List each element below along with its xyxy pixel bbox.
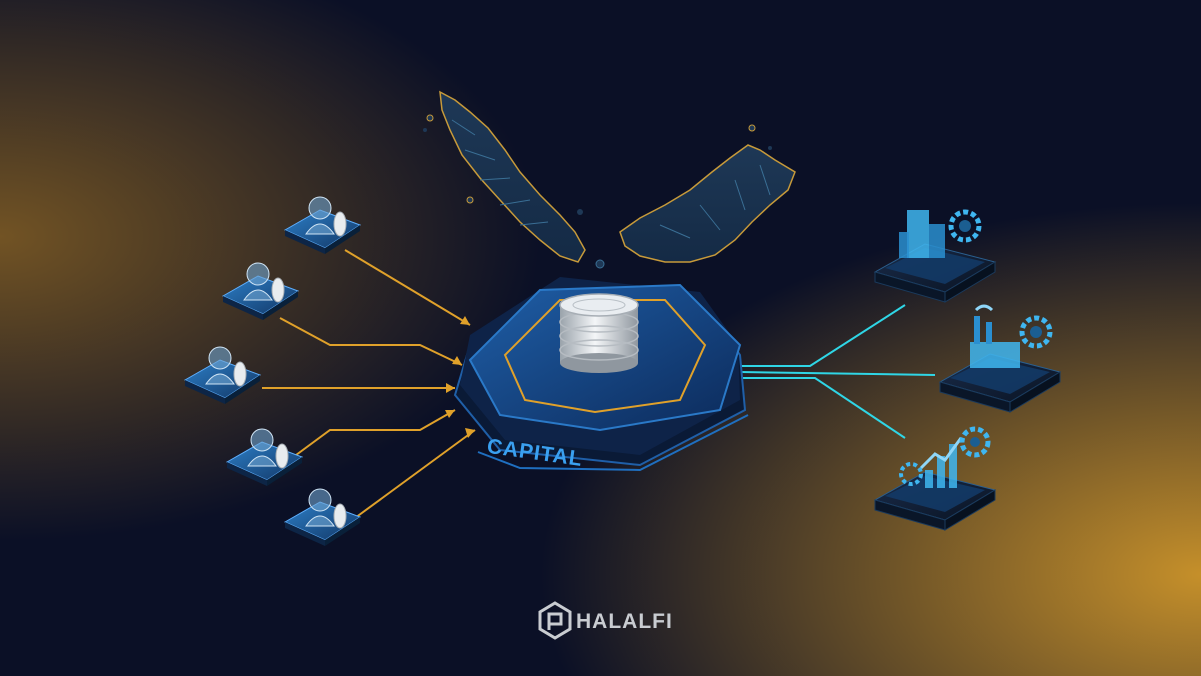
investor-tile	[283, 488, 362, 546]
sector-tile-office	[873, 209, 997, 303]
office-building-icon	[899, 209, 982, 258]
halalfi-logo-icon	[538, 601, 572, 640]
person-coin-icon	[305, 488, 347, 529]
coin-stack-icon	[559, 293, 639, 373]
investor-tile	[283, 196, 362, 254]
person-coin-icon	[243, 262, 285, 303]
sector-tile-growth	[873, 426, 997, 531]
brand-name: HALALFI	[576, 610, 673, 633]
investor-tile	[183, 346, 262, 404]
flow-arrowheads	[445, 316, 475, 438]
investor-tile	[221, 262, 300, 320]
peninsular-malaysia-map	[423, 90, 605, 269]
growth-chart-icon	[899, 426, 991, 488]
investor-tile	[225, 428, 304, 486]
borneo-malaysia-map	[619, 124, 796, 263]
factory-icon	[970, 304, 1053, 368]
person-coin-icon	[247, 428, 289, 469]
brand-logo: HALALFI	[538, 601, 673, 640]
investor-flow-lines	[262, 249, 476, 519]
sector-flow-lines	[739, 304, 936, 439]
person-coin-icon	[305, 196, 347, 237]
sector-tile-factory	[938, 304, 1062, 413]
person-coin-icon	[205, 346, 247, 387]
